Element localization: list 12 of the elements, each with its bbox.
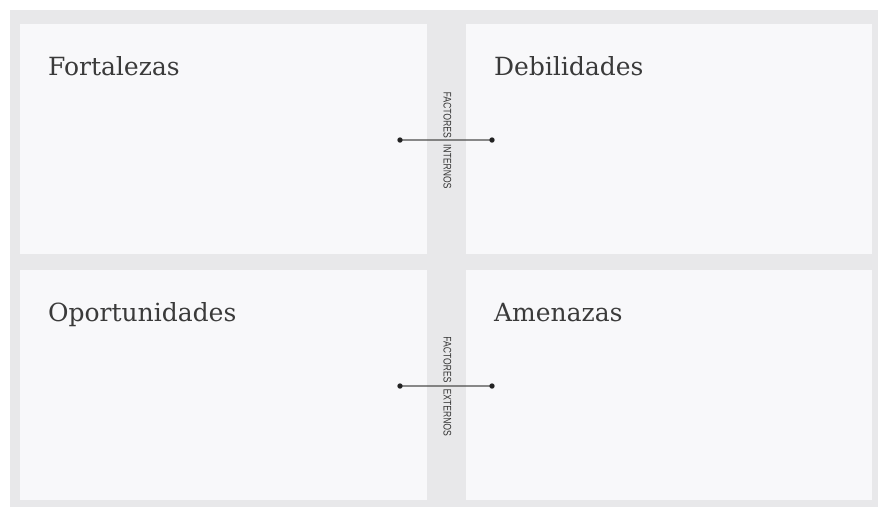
connector-line (397, 137, 495, 143)
edge-label: FACTORES EXTERNOS (440, 336, 452, 436)
quadrant-title: Fortalezas (48, 52, 180, 81)
quadrant-title: Debilidades (494, 52, 644, 81)
connector-line (397, 383, 495, 389)
quadrant-panel (466, 24, 872, 254)
quadrant-title: Oportunidades (48, 298, 236, 327)
edge-label: FACTORES INTERNOS (440, 92, 452, 188)
quadrant-title: Amenazas (494, 298, 622, 327)
quadrant-panel (20, 270, 427, 500)
quadrant-panel (20, 24, 427, 254)
quadrant-panel (466, 270, 872, 500)
